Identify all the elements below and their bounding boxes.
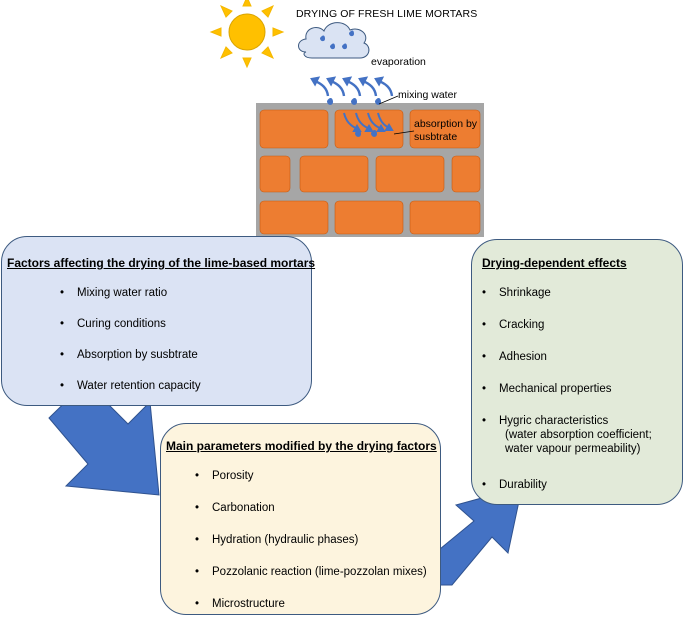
list-item: •Durability [482, 479, 547, 491]
hygric-sub-line2: water vapour permeability) [505, 443, 641, 455]
list-item: •Hydration (hydraulic phases) [195, 534, 359, 546]
list-item: •Pozzolanic reaction (lime-pozzolan mixe… [195, 566, 427, 578]
sun-icon [209, 0, 285, 69]
evaporation-arrows [310, 76, 394, 97]
diagram-title: DRYING OF FRESH LIME MORTARS [296, 8, 478, 20]
cloud-icon [298, 22, 370, 59]
list-item: •Adhesion [482, 351, 547, 363]
hygric-sub-line1: (water absorption coefficient; [505, 429, 652, 441]
absorption-label-line2: susbtrate [414, 131, 458, 143]
mixing-water-leader [378, 95, 399, 105]
effects-box: Drying-dependent effects •Shrinkage •Cra… [471, 239, 683, 505]
list-item: •Water retention capacity [60, 380, 201, 392]
list-item: •Absorption by susbtrate [60, 349, 198, 361]
list-item: •Curing conditions [60, 318, 166, 330]
brick-wall [256, 103, 484, 237]
factors-heading: Factors affecting the drying of the lime… [7, 256, 316, 270]
list-item: •Carbonation [195, 502, 275, 514]
list-item: •Shrinkage [482, 287, 551, 299]
list-item: •Cracking [482, 319, 545, 331]
list-item: •Microstructure [195, 598, 285, 610]
list-item: •Mechanical properties [482, 383, 612, 395]
list-item: •Hygric characteristics (water absorptio… [482, 415, 652, 455]
list-item: •Porosity [195, 470, 254, 482]
factors-box: Factors affecting the drying of the lime… [1, 236, 316, 406]
absorption-arrows [343, 112, 394, 132]
parameters-box: Main parameters modified by the drying f… [160, 423, 441, 615]
mixing-water-label: mixing water [398, 89, 457, 101]
absorption-label-line1: absorption by [414, 118, 478, 130]
absorption-leader [393, 130, 415, 135]
effects-heading: Drying-dependent effects [482, 256, 627, 270]
list-item: •Mixing water ratio [60, 287, 168, 299]
absorption-label: absorption by susbtrate [414, 118, 477, 144]
parameters-heading: Main parameters modified by the drying f… [166, 439, 437, 453]
evaporation-label: evaporation [371, 56, 426, 68]
